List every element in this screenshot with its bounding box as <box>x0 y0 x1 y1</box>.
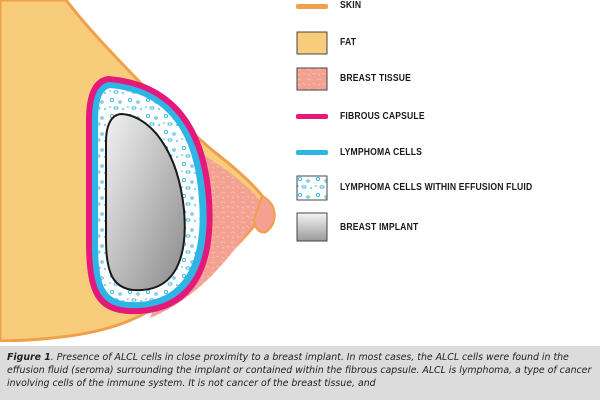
legend-label-lymphoma-cells: LYMPHOMA CELLS <box>340 147 423 158</box>
legend-label-fibrous-capsule: FIBROUS CAPSULE <box>340 111 425 122</box>
figure-label: Figure 1 <box>7 352 51 363</box>
legend-label-fat: FAT <box>340 37 357 48</box>
nipple <box>252 194 276 234</box>
breast-implant-shape <box>105 112 186 292</box>
breast-implant-diagram <box>0 0 276 342</box>
legend-label-effusion-fluid: LYMPHOMA CELLS WITHIN EFFUSION FLUID <box>340 182 533 193</box>
breast-tissue-swatch <box>296 67 328 91</box>
lymphoma-cells-swatch <box>296 150 328 155</box>
figure-caption-text: . Presence of ALCL cells in close proxim… <box>7 352 592 389</box>
legend-label-skin: SKIN <box>340 0 362 11</box>
effusion-fluid-swatch <box>296 175 328 201</box>
fibrous-capsule-swatch <box>296 114 328 119</box>
legend-label-breast-implant: BREAST IMPLANT <box>340 222 419 233</box>
legend-label-breast-tissue: BREAST TISSUE <box>340 73 412 84</box>
breast-implant-swatch <box>296 212 328 242</box>
skin-swatch <box>296 4 328 9</box>
fat-swatch <box>296 31 328 55</box>
figure-caption: Figure 1. Presence of ALCL cells in clos… <box>0 346 600 400</box>
